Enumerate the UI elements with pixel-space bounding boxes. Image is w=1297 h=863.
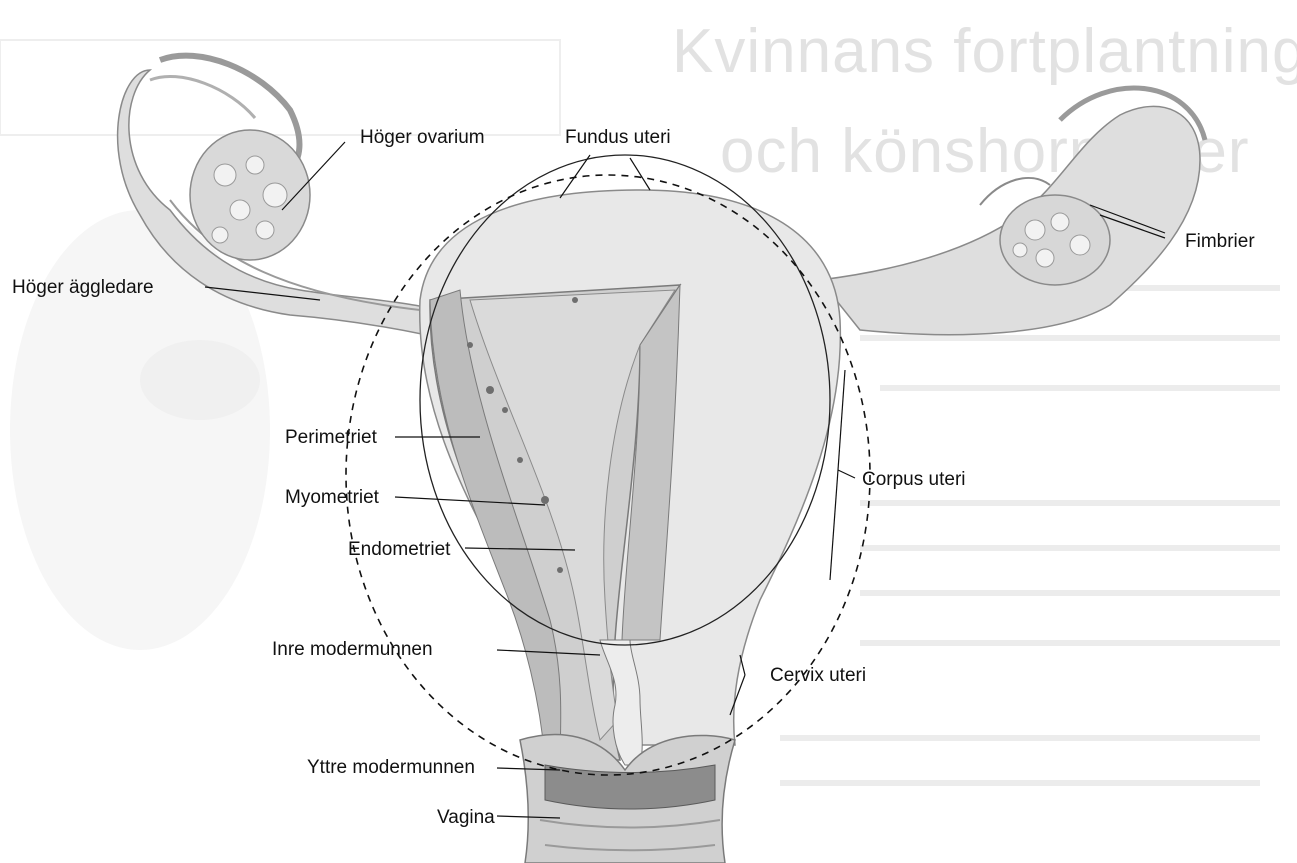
left-ovary [190, 130, 310, 260]
label-perimetriet: Perimetriet [285, 427, 378, 448]
label-hoger-ovarium: Höger ovarium [360, 127, 485, 148]
label-myometriet: Myometriet [285, 487, 380, 508]
label-endometriet: Endometriet [348, 539, 451, 560]
label-cervix-uteri: Cervix uteri [770, 665, 866, 686]
label-inre-modermunnen: Inre modermunnen [272, 639, 433, 660]
label-yttre-modermunnen: Yttre modermunnen [307, 757, 475, 778]
label-fimbrier: Fimbrier [1185, 231, 1255, 252]
label-fundus-uteri: Fundus uteri [565, 127, 671, 148]
label-vagina: Vagina [437, 807, 495, 828]
right-ovary [1000, 195, 1110, 285]
label-hoger-aggledare: Höger äggledare [12, 277, 154, 298]
label-corpus-uteri: Corpus uteri [862, 469, 966, 490]
background-heading-line-1: Kvinnans fortplantningsorgan [672, 17, 1297, 86]
